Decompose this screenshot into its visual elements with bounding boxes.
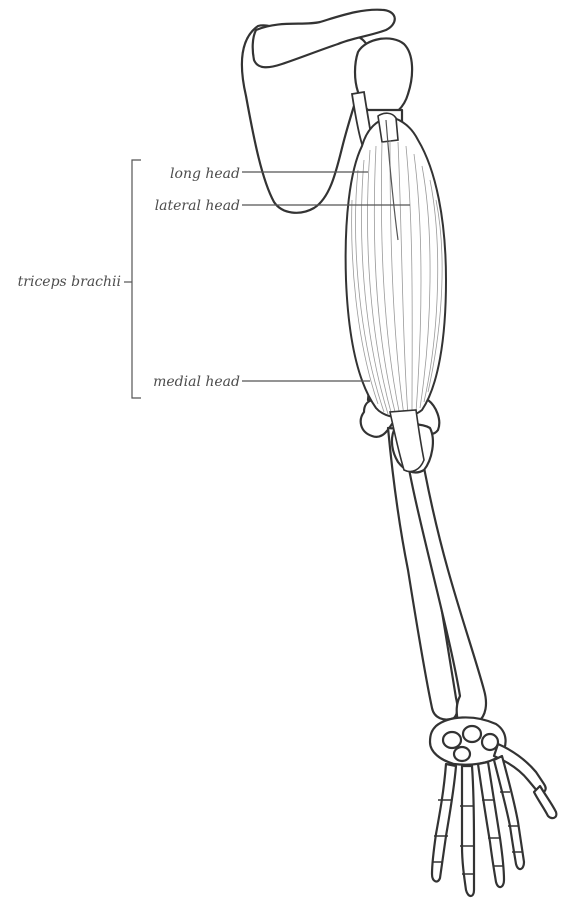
finger-index: [432, 764, 456, 881]
label-long-head: long head: [170, 166, 240, 182]
finger-middle: [462, 766, 474, 896]
carpal-bone: [454, 747, 470, 761]
label-medial-head: medial head: [153, 374, 240, 390]
carpal-bone: [482, 734, 498, 750]
group-bracket: [132, 160, 141, 398]
carpal-bone: [443, 732, 461, 748]
label-lateral-head: lateral head: [155, 198, 240, 214]
carpal-bone: [463, 726, 481, 742]
label-triceps-brachii: triceps brachii: [18, 274, 121, 290]
muscle-belly: [346, 118, 446, 418]
